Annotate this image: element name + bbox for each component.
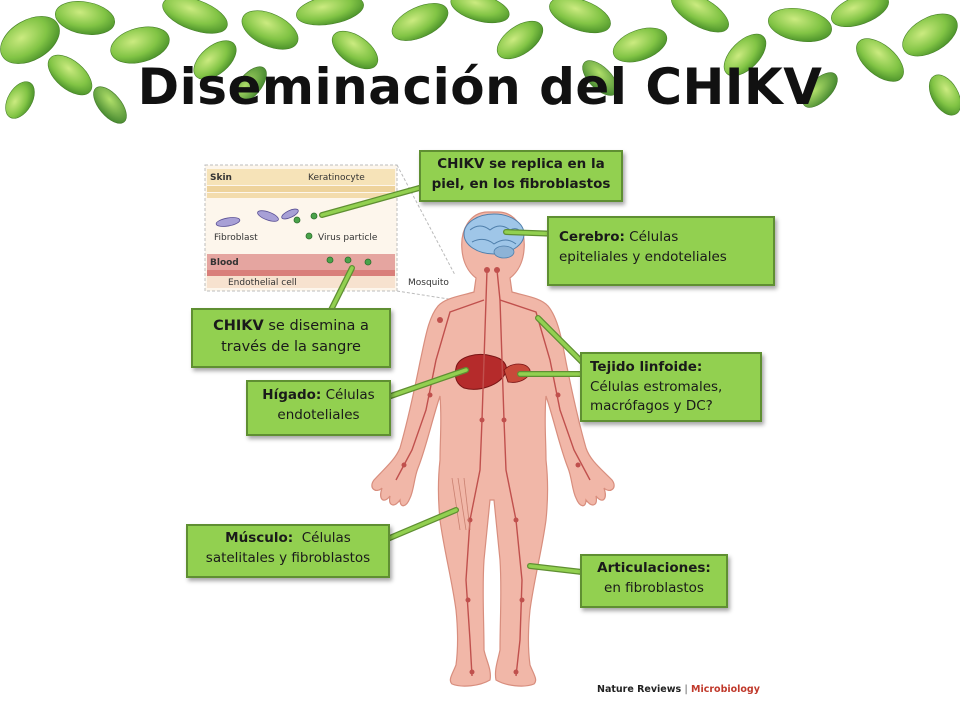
callout-muscle: Músculo: Células satelitales y fibroblas… [186, 524, 390, 578]
callout-blood-dissemination: CHIKV se disemina a través de la sangre [191, 308, 391, 368]
inset-keratinocyte-label: Keratinocyte [308, 173, 365, 183]
callout-liver-line2: endoteliales [277, 406, 360, 423]
skin-blood-inset: Skin Keratinocyte Fibroblast Virus parti… [204, 164, 456, 301]
inset-fibroblast-label: Fibroblast [214, 233, 258, 243]
callout-liver-bold: Hígado: [262, 387, 322, 403]
callout-blood-line2: través de la sangre [221, 339, 361, 356]
callout-muscle-rest: Células [293, 530, 351, 546]
callout-lymphoid-tissue: Tejido linfoide: Células estromales, mac… [580, 352, 762, 422]
callout-joint-bold: Articulaciones: [597, 560, 711, 576]
callout-lymph-line2: Células estromales, [590, 378, 723, 395]
source-credit: Nature Reviews | Microbiology [597, 684, 760, 695]
callout-liver: Hígado: Células endoteliales [246, 380, 391, 436]
callout-lymph-bold: Tejido linfoide: [590, 359, 703, 375]
callout-connectors [319, 182, 585, 575]
inset-virus-label: Virus particle [318, 233, 378, 243]
callout-joint-line2: en fibroblastos [604, 579, 704, 596]
callout-lymph-line3: macrófagos y DC? [590, 398, 713, 415]
credit-separator: | [684, 684, 688, 695]
brain-organ [463, 213, 525, 259]
page-title: Diseminación del CHIKV [137, 58, 823, 116]
callout-skin-replication: CHIKV se replica en la piel, en los fibr… [419, 150, 623, 202]
inset-endothelial-label: Endothelial cell [228, 278, 297, 288]
leaves-decoration [0, 0, 960, 124]
credit-journal: Nature Reviews [597, 684, 682, 695]
callout-brain-rest: Células [624, 229, 679, 245]
callout-skin-line2: piel, en los fibroblastos [431, 175, 611, 192]
inset-blood-label: Blood [210, 258, 239, 268]
callout-brain-bold: Cerebro: [559, 229, 625, 245]
lymph-nodes [401, 267, 581, 675]
liver-organ [454, 354, 531, 390]
callout-liver-rest: Células [321, 387, 375, 403]
inset-mosquito-label: Mosquito [408, 278, 449, 288]
fibroblast-cells [215, 208, 299, 227]
callout-brain: Cerebro: Células epiteliales y endotelia… [547, 216, 775, 286]
thigh-muscle [451, 477, 471, 531]
callout-blood-rest: se disemina a [263, 318, 369, 334]
callout-brain-line2: epiteliales y endoteliales [559, 248, 727, 265]
callout-joints: Articulaciones: en fibroblastos [580, 554, 728, 608]
callout-muscle-line2: satelitales y fibroblastos [205, 549, 371, 566]
inset-skin-label: Skin [210, 173, 232, 183]
credit-section: Microbiology [691, 684, 760, 695]
virus-particle-icons [293, 212, 372, 266]
callout-skin-line1: CHIKV se replica en la [437, 156, 605, 172]
callout-blood-bold: CHIKV [213, 318, 264, 334]
callout-muscle-bold: Músculo: [225, 530, 294, 546]
